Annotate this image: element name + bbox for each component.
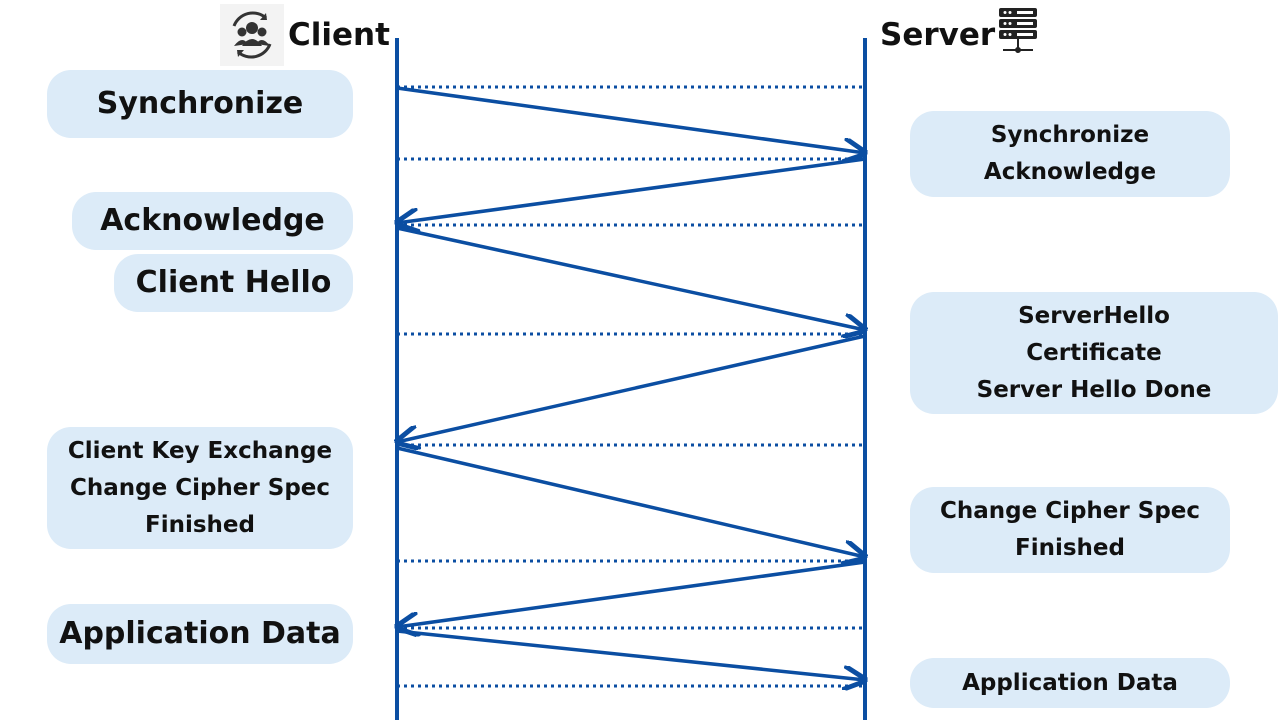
message-arrow-1 [396, 86, 865, 153]
server-label-application-data: Application Data [910, 658, 1230, 708]
client-label-acknowledge: Acknowledge [72, 192, 353, 250]
message-arrow-3 [396, 226, 865, 330]
message-arrow-7 [396, 629, 865, 680]
server-title: Server [880, 17, 996, 53]
level-guides [397, 85, 865, 688]
server-label-syn-ack: Synchronize Acknowledge [910, 111, 1230, 197]
message-arrow-5 [396, 446, 865, 557]
server-rack-icon [997, 6, 1039, 54]
client-title: Client [288, 17, 390, 53]
message-arrow-2 [397, 157, 866, 223]
server-label-change-cipher: Change Cipher Spec Finished [910, 487, 1230, 573]
client-label-key-exchange: Client Key Exchange Change Cipher Spec F… [47, 427, 353, 549]
message-arrows [396, 86, 866, 680]
message-arrow-6 [397, 560, 866, 627]
client-label-synchronize: Synchronize [47, 70, 353, 138]
server-label-server-hello: ServerHello Certificate Server Hello Don… [910, 292, 1278, 414]
users-sync-icon [220, 4, 284, 66]
client-label-client-hello: Client Hello [114, 254, 353, 312]
client-label-application-data: Application Data [47, 604, 353, 664]
message-arrow-4 [397, 334, 866, 442]
